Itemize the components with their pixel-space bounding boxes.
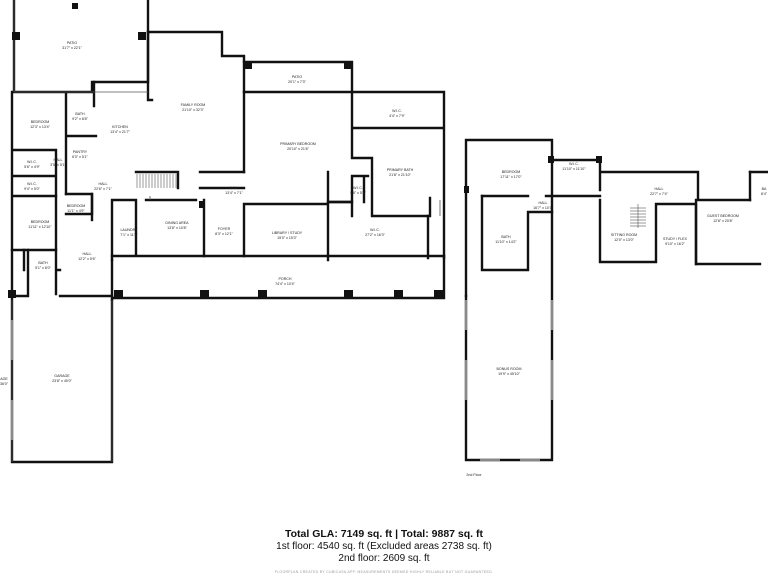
room-labels-second-floor: BEDROOM 17'11" x 17'0" W.I.C. 11'10" x 1…: [466, 162, 767, 477]
room-name: STUDY / FLEX: [663, 237, 688, 241]
room-name: BATH: [38, 261, 48, 265]
room-name: FOYER: [218, 227, 231, 231]
room-name: W.I.C.: [27, 182, 37, 186]
room-dims: 20'10" x 21'6": [287, 147, 309, 151]
room-dims: 17'11" x 17'0": [500, 175, 522, 179]
room-name: PRIMARY BATH: [387, 168, 414, 172]
room-dims: 19'9" x 45'10": [498, 372, 520, 376]
footer-disclaimer: FLOORPLAN CREATED BY CUBICASA APP. MEASU…: [274, 570, 494, 574]
room-dims: 21'10" x 32'3": [182, 108, 204, 112]
room-dims: 4'4" x 7'9": [389, 114, 405, 118]
room-name: BATH: [501, 235, 511, 239]
room-dims: 12'8" x 20'8": [713, 219, 733, 223]
second-floor-area: 2nd floor: 2609 sq. ft: [338, 553, 430, 564]
second-floor-windows: [11, 300, 553, 461]
room-dims: 9'4" x 5'0": [24, 187, 40, 191]
room-name: FAMILY ROOM: [181, 103, 206, 107]
edge-label: 36'0": [0, 382, 9, 386]
room-dims: 8'4": [761, 192, 768, 196]
room-dims: 11'10" x 14'2": [495, 240, 517, 244]
room-name: GUEST BEDROOM: [707, 214, 739, 218]
room-name: KITCHEN: [112, 125, 128, 129]
room-name: PATIO: [67, 41, 77, 45]
room-name: BEDROOM: [31, 220, 50, 224]
room-name: HALL: [655, 187, 664, 191]
room-name: W.I.C.: [353, 186, 363, 190]
room-dims: 5'1" x 8'0": [35, 266, 51, 270]
first-floor-area: 1st floor: 4540 sq. ft (Excluded areas 2…: [276, 541, 492, 552]
room-dims: 8'3" x 12'1": [215, 232, 233, 236]
room-name: PANTRY: [73, 150, 88, 154]
room-dims: 6'0" x 5'1": [72, 155, 88, 159]
second-floor-columns: [464, 156, 602, 193]
room-name: PORCH: [279, 277, 292, 281]
room-dims: 3'5" x 5'1": [50, 163, 66, 167]
room-name: BATH: [75, 112, 85, 116]
room-dims: 13'4" x 7'1": [225, 191, 243, 195]
room-dims: 9'10" x 16'2": [665, 242, 685, 246]
room-dims: 31'7" x 22'1": [62, 46, 82, 50]
room-dims: 23'8" x 40'0": [52, 379, 72, 383]
room-name: BEDROOM: [502, 170, 521, 174]
room-name: W.I.C.: [370, 228, 380, 232]
room-name: BEDROOM: [67, 204, 86, 208]
room-name: W.I.C.: [569, 162, 579, 166]
room-dims: 22'7" x 7'4": [650, 192, 668, 196]
room-dims: 11'11" x 12'10": [28, 225, 52, 229]
room-dims: 15'0" x 15'3": [277, 236, 297, 240]
room-name: GARAGE: [54, 374, 70, 378]
room-dims: 13'4" x 21'7": [110, 130, 130, 134]
room-dims: 7'1" x 11'3": [120, 233, 138, 237]
room-name: BONUS ROOM: [497, 367, 522, 371]
room-name: HALL: [539, 201, 548, 205]
room-name: W.I.C.: [392, 109, 402, 113]
room-labels-first-floor: PATIO 31'7" x 22'1" PATIO 20'1" x 7'3" B…: [0, 41, 414, 386]
room-name: LIBRARY / STUDY: [272, 231, 303, 235]
room-dims: 13'8" x 10'8": [167, 226, 187, 230]
room-name: SITTING ROOM: [611, 233, 637, 237]
second-floor-walls: [464, 138, 768, 462]
room-name: HALL: [54, 158, 63, 162]
room-name: BEDROOM: [31, 120, 50, 124]
total-area-summary: Total GLA: 7149 sq. ft | Total: 9887 sq.…: [285, 528, 483, 540]
room-dims: 12'3" x 13'4": [30, 125, 50, 129]
room-dims: 27'2" x 16'3": [365, 233, 385, 237]
room-name: HALL: [99, 182, 108, 186]
room-dims: 22'6" x 7'1": [94, 187, 112, 191]
room-dims: 11'1" x 4'9": [67, 209, 85, 213]
room-dims: 11'10" x 11'10": [562, 167, 586, 171]
room-dims: 21'8" x 21'10": [389, 173, 411, 177]
room-name: BA: [762, 187, 767, 191]
first-floor-columns: [8, 3, 443, 299]
room-name: DINING AREA: [165, 221, 189, 225]
room-dims: 16'7" x 10'1": [533, 206, 553, 210]
room-dims: 74'4" x 10'4": [275, 282, 295, 286]
room-dims: 5'6" x 5'8": [350, 191, 366, 195]
first-floor-stairs: [136, 174, 177, 188]
room-dims: 12'0" x 13'0": [614, 238, 634, 242]
room-dims: 20'1" x 7'3": [288, 80, 306, 84]
edge-label: AGE: [0, 377, 8, 381]
room-name: HALL: [230, 186, 239, 190]
floor-label: 2nd Floor: [466, 473, 482, 477]
room-dims: 5'6" x 4'9": [24, 165, 40, 169]
room-dims: 12'2" x 5'6": [78, 257, 96, 261]
room-name: LAUNDRY: [120, 228, 138, 232]
room-name: PRIMARY BEDROOM: [280, 142, 316, 146]
room-dims: 9'2" x 8'8": [72, 117, 88, 121]
second-floor-stairs: [630, 204, 646, 228]
room-name: HALL: [83, 252, 92, 256]
room-name: PATIO: [292, 75, 302, 79]
room-name: W.I.C.: [27, 160, 37, 164]
